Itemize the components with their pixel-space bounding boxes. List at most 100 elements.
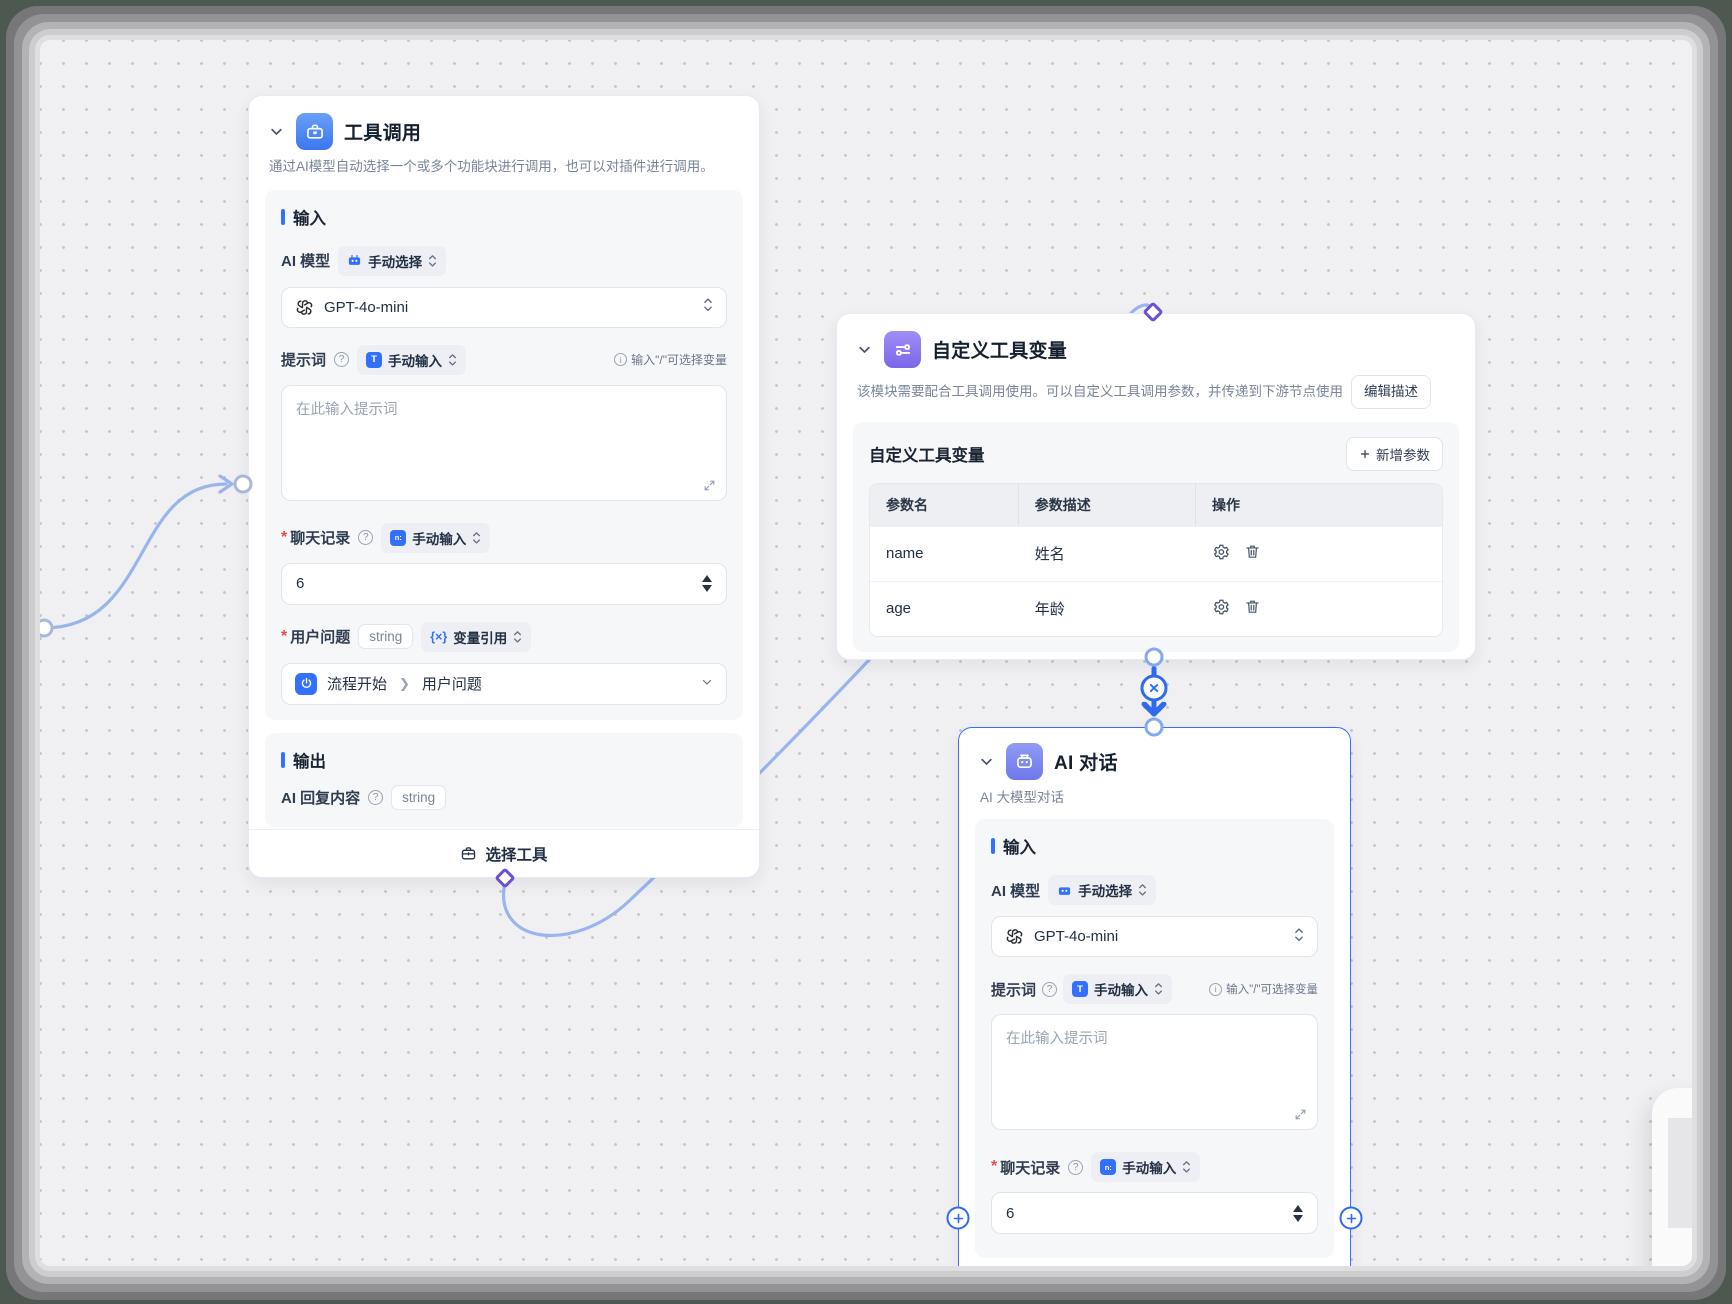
gear-icon[interactable] (1212, 543, 1230, 565)
edge-start-to-toolcall[interactable] (42, 482, 228, 630)
node-tool-call[interactable]: 工具调用 通过AI模型自动选择一个或多个功能块进行调用，也可以对插件进行调用。 … (248, 95, 760, 878)
updown-icon (1183, 1161, 1191, 1173)
side-panel-partial[interactable] (1652, 1088, 1692, 1266)
add-connection-right-port[interactable] (1339, 1206, 1363, 1230)
info-icon: i (614, 353, 628, 367)
prompt-mode-badge[interactable]: T 手动输入 (1063, 974, 1173, 1004)
edit-description-button[interactable]: 编辑描述 (1351, 375, 1431, 409)
customvars-output-port[interactable] (1144, 647, 1164, 667)
output-label: AI 回复内容 (281, 789, 361, 807)
input-section-title: 输入 (1003, 839, 1036, 857)
param-desc: 年龄 (1034, 601, 1065, 619)
node-description: 该模块需要配合工具调用使用。可以自定义工具调用参数，并传递到下游节点使用 (857, 384, 1343, 399)
updown-icon (473, 531, 481, 544)
history-mode-badge[interactable]: n: 手动输入 (1091, 1152, 1201, 1182)
trash-icon[interactable] (1244, 543, 1261, 564)
input-panel: 输入 AI 模型 手动选择 GPT-4o-mini 提示词 ? (265, 189, 743, 720)
prompt-hint: i 输入"/"可选择变量 (1209, 981, 1318, 997)
section-bar (281, 751, 285, 768)
question-field: 用户问题 (421, 676, 482, 694)
toolcall-input-port[interactable] (233, 474, 253, 494)
table-row: name 姓名 (870, 525, 1442, 581)
param-name: name (886, 545, 924, 563)
node-title: AI 对话 (1054, 753, 1118, 774)
type-badge: string (391, 784, 447, 810)
toolbox-icon (296, 113, 333, 150)
gear-icon[interactable] (1212, 598, 1230, 620)
chevron-down-icon (701, 675, 713, 692)
trash-icon[interactable] (1244, 598, 1261, 619)
node-ai-chat[interactable]: AI 对话 AI 大模型对话 输入 AI 模型 手动选择 GPT-4o-mini (958, 727, 1351, 1266)
prompt-mode-badge[interactable]: T 手动输入 (357, 344, 467, 375)
add-param-button[interactable]: 新增参数 (1346, 436, 1443, 471)
history-label: 聊天记录 (290, 530, 351, 548)
required-mark: * (991, 1158, 998, 1175)
prompt-label: 提示词 (991, 981, 1037, 999)
history-number-input[interactable]: 6 (281, 562, 727, 605)
table-header: 参数名 参数描述 操作 (870, 483, 1442, 526)
number-input-icon: n: (1100, 1159, 1117, 1175)
history-mode-badge[interactable]: n: 手动输入 (381, 522, 491, 553)
updown-icon (429, 254, 437, 267)
disconnect-icon[interactable] (1140, 674, 1168, 702)
updown-icon (703, 296, 713, 318)
prompt-hint: i 输入"/"可选择变量 (614, 351, 727, 368)
updown-icon (449, 353, 457, 366)
expand-icon[interactable] (703, 479, 716, 497)
collapse-chevron-icon[interactable] (979, 754, 995, 770)
openai-icon (1006, 929, 1023, 944)
table-row: age 年龄 (870, 580, 1442, 636)
help-icon[interactable]: ? (1068, 1159, 1084, 1175)
aichat-input-port[interactable] (1144, 717, 1164, 737)
flow-canvas[interactable]: 工具调用 通过AI模型自动选择一个或多个功能块进行调用，也可以对插件进行调用。 … (40, 40, 1692, 1266)
input-panel: 输入 AI 模型 手动选择 GPT-4o-mini 提示词 ? (975, 819, 1334, 1258)
edge-source-port[interactable] (40, 618, 54, 638)
text-input-icon: T (366, 351, 383, 368)
help-icon[interactable]: ? (334, 352, 350, 368)
expand-icon[interactable] (1294, 1108, 1307, 1126)
help-icon[interactable]: ? (368, 789, 384, 805)
number-input-icon: n: (390, 529, 407, 546)
question-mode-badge[interactable]: {×} 变量引用 (421, 621, 532, 652)
history-number-input[interactable]: 6 (991, 1192, 1318, 1234)
updown-icon (514, 630, 522, 643)
model-mode-badge[interactable]: 手动选择 (1048, 875, 1157, 905)
section-bar (991, 838, 995, 854)
collapse-chevron-icon[interactable] (269, 124, 285, 140)
prompt-textarea[interactable] (991, 1014, 1318, 1130)
stepper-down-icon[interactable] (702, 585, 712, 593)
prompt-label: 提示词 (281, 352, 327, 370)
param-name: age (886, 600, 912, 618)
section-bar (281, 208, 285, 225)
type-badge: string (358, 624, 414, 650)
collapse-chevron-icon[interactable] (857, 342, 873, 358)
robot-icon (349, 254, 361, 265)
model-select[interactable]: GPT-4o-mini (281, 286, 727, 328)
add-connection-left-port[interactable] (946, 1206, 970, 1230)
node-subtitle: AI 大模型对话 (980, 790, 1065, 805)
stepper-up-icon[interactable] (702, 575, 712, 583)
node-custom-vars[interactable]: 自定义工具变量 该模块需要配合工具调用使用。可以自定义工具调用参数，并传递到下游… (836, 313, 1476, 660)
prompt-textarea[interactable] (281, 384, 727, 501)
updown-icon (1139, 884, 1147, 896)
arrow-down-icon (1141, 701, 1167, 722)
question-variable-select[interactable]: 流程开始 ❯ 用户问题 (281, 662, 727, 705)
node-title: 自定义工具变量 (932, 341, 1068, 362)
stepper-down-icon[interactable] (1293, 1214, 1303, 1222)
required-mark: * (281, 627, 288, 645)
openai-icon (296, 299, 313, 315)
custom-vars-section-title: 自定义工具变量 (869, 446, 985, 465)
model-mode-badge[interactable]: 手动选择 (338, 245, 447, 276)
output-section-title: 输出 (293, 752, 326, 771)
model-select[interactable]: GPT-4o-mini (991, 916, 1318, 957)
model-label: AI 模型 (281, 253, 331, 271)
flow-start-icon (295, 672, 317, 695)
variable-icon: {×} (430, 629, 448, 644)
help-icon[interactable]: ? (1042, 981, 1058, 997)
stepper-up-icon[interactable] (1293, 1204, 1303, 1212)
help-icon[interactable]: ? (358, 530, 374, 546)
history-label: 聊天记录 (1000, 1159, 1061, 1177)
model-value: GPT-4o-mini (324, 298, 409, 316)
info-icon: i (1209, 982, 1223, 996)
text-input-icon: T (1072, 981, 1089, 997)
